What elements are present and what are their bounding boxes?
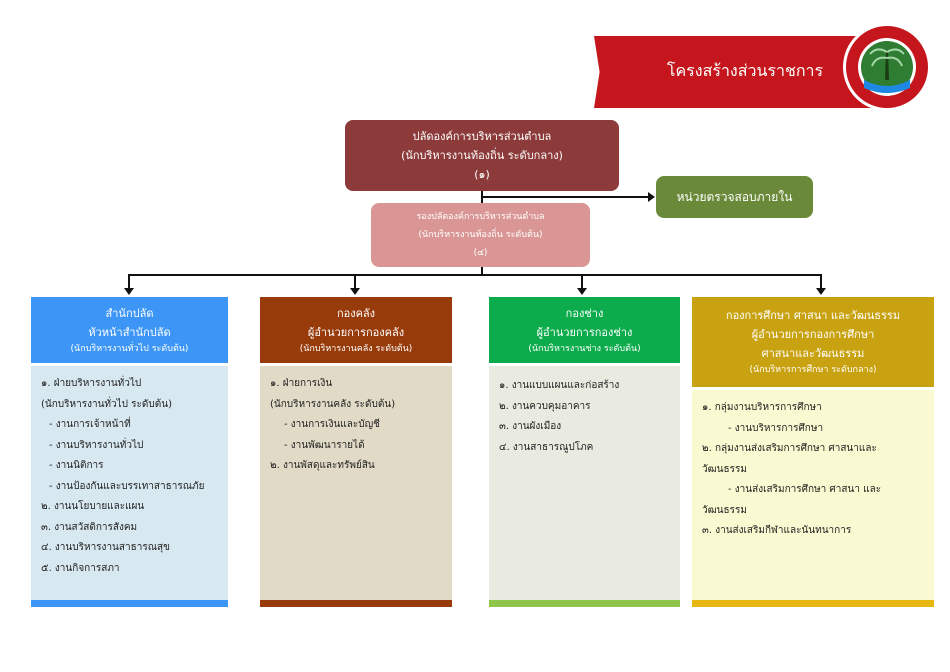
connector-drop-2 — [354, 274, 356, 288]
division-level: (นักบริหารงานคลัง ระดับต้น) — [299, 343, 413, 354]
division-footer-bar — [31, 600, 228, 607]
chief-count: (๑) — [474, 168, 490, 181]
list-item: - งานพัฒนารายได้ — [284, 439, 365, 451]
list-item: - งานการเจ้าหน้าที่ — [49, 419, 131, 430]
deputy-administrator-box: รองปลัดองค์การบริหารส่วนตำบล (นักบริหารง… — [371, 203, 590, 267]
internal-audit-box: หน่วยตรวจสอบภายใน — [656, 176, 813, 218]
division-education-header: กองการศึกษา ศาสนา และวัฒนธรรม ผู้อำนวยกา… — [692, 297, 934, 387]
arrow-to-division-2 — [350, 288, 360, 295]
division-engineering-body: ๑. งานแบบแผนและก่อสร้าง ๒. งานควบคุมอาคา… — [489, 366, 680, 600]
division-head: ผู้อำนวยการกองคลัง — [307, 325, 405, 339]
list-item: (นักบริหารงานทั่วไป ระดับต้น) — [41, 398, 173, 410]
list-item: ๕. งานกิจการสภา — [41, 562, 120, 574]
division-level: (นักบริหารงานทั่วไป ระดับต้น) — [70, 343, 189, 354]
division-footer-bar — [489, 600, 680, 607]
deputy-title: รองปลัดองค์การบริหารส่วนตำบล — [416, 212, 545, 222]
list-item: ๓. งานสวัสดิการสังคม — [41, 521, 138, 533]
list-item: ๔. งานบริหารงานสาธารณสุข — [41, 542, 170, 553]
title-banner — [594, 36, 874, 108]
connector-drop-3 — [581, 274, 583, 288]
division-engineering-header: กองช่าง ผู้อำนวยการกองช่าง (นักบริหารงาน… — [489, 297, 680, 363]
list-item: วัฒนธรรม — [702, 463, 747, 475]
list-item: ๒. กลุ่มงานส่งเสริมการศึกษา ศาสนาและ — [702, 443, 877, 454]
list-item: ๒. งานพัสดุและทรัพย์สิน — [270, 460, 375, 471]
division-head: ผู้อำนวยการกองการศึกษา — [751, 328, 875, 341]
connector-deputy-down — [481, 267, 483, 275]
list-item: ๑. ฝ่ายการเงิน — [270, 378, 333, 389]
list-item: ๓. งานส่งเสริมกีฬาและนันทนาการ — [702, 525, 852, 536]
division-head: ผู้อำนวยการกองช่าง — [536, 325, 633, 339]
list-item: ๑. ฝ่ายบริหารงานทั่วไป — [41, 378, 142, 389]
arrow-to-audit — [648, 192, 655, 202]
deputy-position-level: (นักบริหารงานท้องถิ่น ระดับต้น) — [418, 230, 543, 240]
connector-audit — [482, 196, 648, 198]
list-item: - งานบริหารงานทั่วไป — [49, 439, 144, 451]
division-title: กองคลัง — [336, 306, 376, 320]
chief-title: ปลัดองค์การบริหารส่วนตำบล — [412, 130, 552, 143]
division-office-of-chief-body: ๑. ฝ่ายบริหารงานทั่วไป (นักบริหารงานทั่ว… — [31, 366, 228, 600]
list-item: - งานนิติการ — [49, 460, 104, 471]
list-item: ๒. งานควบคุมอาคาร — [499, 400, 591, 412]
division-title: กองช่าง — [565, 306, 604, 320]
chief-administrator-box: ปลัดองค์การบริหารส่วนตำบล (นักบริหารงานท… — [345, 120, 619, 191]
connector-drop-4 — [820, 274, 822, 288]
division-head-line2: ศาสนาและวัฒนธรรม — [761, 347, 865, 360]
arrow-to-division-4 — [816, 288, 826, 295]
list-item: (นักบริหารงานคลัง ระดับต้น) — [270, 398, 396, 410]
list-item: - งานบริหารการศึกษา — [728, 422, 824, 434]
list-item: ๒. งานนโยบายและแผน — [41, 501, 145, 512]
connector-drop-1 — [128, 274, 130, 288]
division-finance-header: กองคลัง ผู้อำนวยการกองคลัง (นักบริหารงาน… — [260, 297, 452, 363]
division-head: หัวหน้าสำนักปลัด — [88, 325, 171, 339]
division-office-of-chief-header: สำนักปลัด หัวหน้าสำนักปลัด (นักบริหารงาน… — [31, 297, 228, 363]
chief-position-level: (นักบริหารงานท้องถิ่น ระดับกลาง) — [401, 149, 563, 162]
page-title: โครงสร้างส่วนราชการ — [666, 61, 824, 80]
division-title: กองการศึกษา ศาสนา และวัฒนธรรม — [725, 309, 901, 322]
division-level: (นักบริหารงานช่าง ระดับต้น) — [528, 343, 641, 354]
list-item: ๑. งานแบบแผนและก่อสร้าง — [499, 380, 620, 391]
division-footer-bar — [260, 600, 452, 607]
list-item: - งานส่งเสริมการศึกษา ศาสนา และ — [728, 484, 882, 495]
deputy-count: (๔) — [473, 248, 488, 258]
arrow-to-division-1 — [124, 288, 134, 295]
division-level: (นักบริหารการศึกษา ระดับกลาง) — [749, 365, 877, 375]
list-item: ๓. งานผังเมือง — [499, 421, 562, 432]
list-item: ๔. งานสาธารณูปโภค — [499, 441, 594, 453]
arrow-to-division-3 — [577, 288, 587, 295]
division-footer-bar — [692, 600, 934, 607]
list-item: - งานการเงินและบัญชี — [284, 419, 380, 430]
division-finance-body: ๑. ฝ่ายการเงิน (นักบริหารงานคลัง ระดับต้… — [260, 366, 452, 600]
list-item: ๑. กลุ่มงานบริหารการศึกษา — [702, 402, 822, 413]
connector-horizontal — [128, 274, 822, 276]
division-education-body: ๑. กลุ่มงานบริหารการศึกษา - งานบริหารการ… — [692, 390, 934, 600]
audit-label: หน่วยตรวจสอบภายใน — [676, 189, 793, 204]
division-title: สำนักปลัด — [105, 306, 154, 320]
list-item: วัฒนธรรม — [702, 504, 747, 516]
list-item: - งานป้องกันและบรรเทาสาธารณภัย — [49, 480, 205, 492]
organization-seal-logo — [843, 23, 931, 111]
